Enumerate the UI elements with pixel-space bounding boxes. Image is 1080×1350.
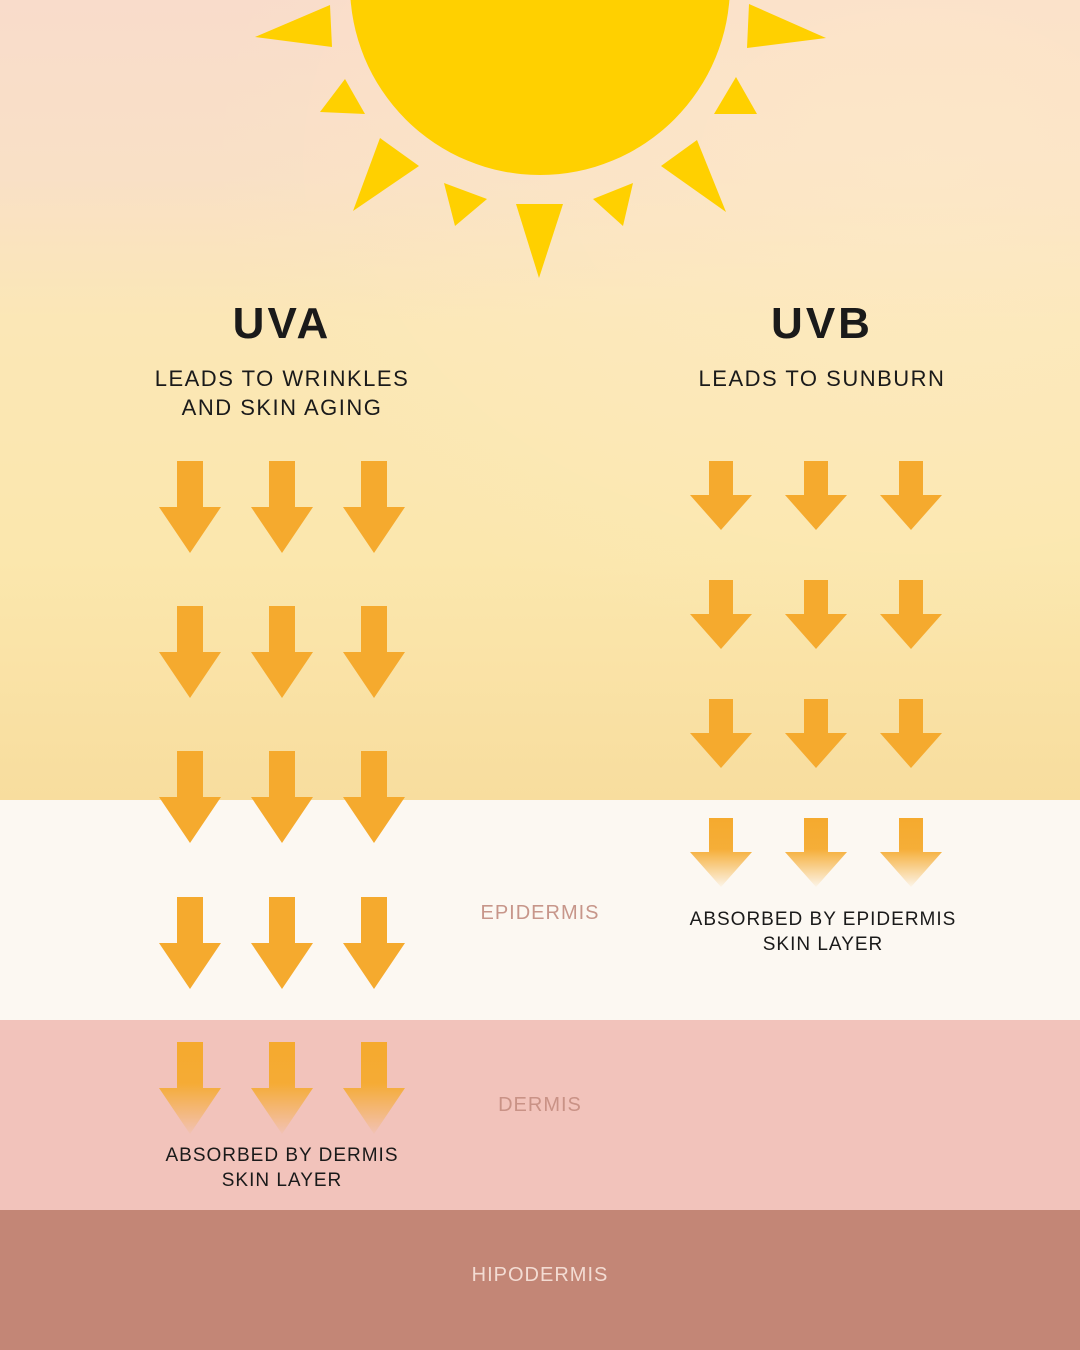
sun-ray bbox=[661, 140, 726, 212]
uvb-subtitle: LEADS TO SUNBURN bbox=[652, 364, 992, 393]
arrow-down-icon bbox=[159, 461, 221, 553]
sun-icon bbox=[255, 0, 826, 278]
arrow-down-icon bbox=[785, 580, 847, 649]
uva-subtitle: LEADS TO WRINKLES AND SKIN AGING bbox=[112, 364, 452, 422]
hipodermis-layer bbox=[0, 1210, 1080, 1350]
uvb-note-line: ABSORBED BY EPIDERMIS bbox=[689, 909, 957, 930]
hipodermis-label: HIPODERMIS bbox=[471, 1264, 609, 1286]
uvb-note-line: SKIN LAYER bbox=[762, 934, 884, 955]
epidermis-label: EPIDERMIS bbox=[480, 902, 600, 924]
arrow-down-icon bbox=[690, 699, 752, 768]
arrow-down-icon bbox=[690, 461, 752, 530]
faded-arrow-down-icon bbox=[159, 1042, 221, 1134]
uva-absorption-note: ABSORBED BY DERMIS SKIN LAYER bbox=[112, 1143, 452, 1193]
uva-arrow-grid bbox=[159, 461, 405, 1134]
uvb-subtitle-line: LEADS TO SUNBURN bbox=[698, 366, 946, 391]
uva-subtitle-line: AND SKIN AGING bbox=[181, 395, 383, 420]
arrow-down-icon bbox=[880, 699, 942, 768]
arrow-down-icon bbox=[251, 897, 313, 989]
arrow-down-icon bbox=[343, 751, 405, 843]
faded-arrow-down-icon bbox=[785, 818, 847, 887]
arrow-down-icon bbox=[343, 461, 405, 553]
sun-ray bbox=[714, 77, 757, 114]
sun-ray bbox=[255, 5, 332, 47]
arrow-down-icon bbox=[785, 461, 847, 530]
uvb-arrow-grid bbox=[690, 461, 942, 887]
arrow-down-icon bbox=[343, 606, 405, 698]
sun-rays bbox=[255, 4, 826, 278]
uva-note-line: SKIN LAYER bbox=[221, 1170, 343, 1191]
sun-disc bbox=[350, 0, 730, 175]
sun-ray bbox=[516, 204, 563, 278]
arrow-down-icon bbox=[159, 897, 221, 989]
arrow-down-icon bbox=[690, 580, 752, 649]
sun-ray bbox=[353, 138, 419, 211]
arrow-down-icon bbox=[159, 606, 221, 698]
arrow-down-icon bbox=[785, 699, 847, 768]
sun-ray bbox=[747, 4, 826, 48]
faded-arrow-down-icon bbox=[690, 818, 752, 887]
faded-arrow-down-icon bbox=[251, 1042, 313, 1134]
arrow-down-icon bbox=[251, 461, 313, 553]
sun-ray bbox=[593, 183, 633, 226]
arrow-down-icon bbox=[880, 461, 942, 530]
arrow-down-icon bbox=[159, 751, 221, 843]
arrow-down-icon bbox=[251, 751, 313, 843]
sun-ray bbox=[444, 183, 487, 226]
arrow-down-icon bbox=[880, 580, 942, 649]
uvb-absorption-note: ABSORBED BY EPIDERMIS SKIN LAYER bbox=[652, 907, 994, 957]
uva-note-line: ABSORBED BY DERMIS bbox=[165, 1145, 399, 1166]
uva-subtitle-line: LEADS TO WRINKLES bbox=[154, 366, 410, 391]
arrow-down-icon bbox=[251, 606, 313, 698]
uvb-title: UVB bbox=[771, 299, 873, 348]
dermis-label: DERMIS bbox=[498, 1094, 582, 1116]
faded-arrow-down-icon bbox=[880, 818, 942, 887]
uva-title: UVA bbox=[232, 299, 332, 348]
sun-ray bbox=[320, 79, 365, 114]
faded-arrow-down-icon bbox=[343, 1042, 405, 1134]
